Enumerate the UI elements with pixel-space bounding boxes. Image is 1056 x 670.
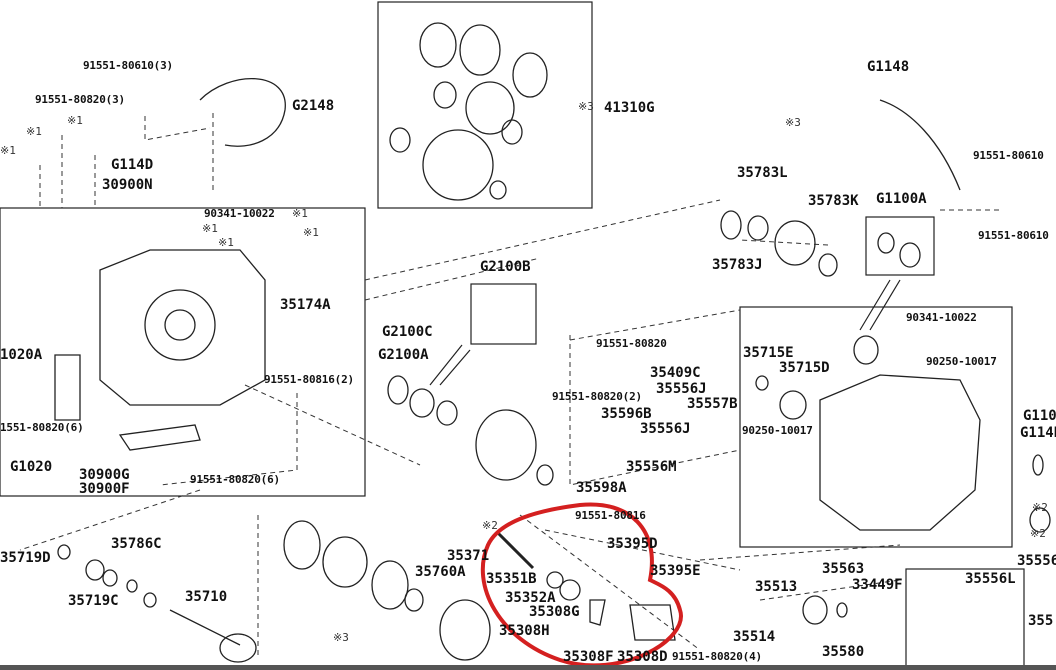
g2100b-kit-box: [470, 283, 537, 345]
part-label[interactable]: 35719C: [68, 593, 119, 609]
part-label[interactable]: 35395D: [607, 536, 658, 552]
part-label[interactable]: 35556M: [626, 459, 677, 475]
part-label[interactable]: 35556L: [965, 571, 1016, 587]
part-label[interactable]: G2100B: [480, 259, 531, 275]
part-label[interactable]: 35174A: [280, 297, 331, 313]
part-label[interactable]: ※2: [1030, 527, 1046, 540]
part-label[interactable]: 91551-80610(3): [83, 59, 173, 72]
part-label[interactable]: 1551-80820(6): [0, 421, 84, 434]
35710-shaft: [169, 609, 241, 646]
g1100a-kit-box: [865, 216, 935, 276]
part-label[interactable]: 30900N: [102, 177, 153, 193]
part-label[interactable]: 355: [1028, 613, 1054, 629]
part-label[interactable]: 91551-80610: [973, 149, 1044, 162]
part-label[interactable]: 91551-80610: [978, 229, 1049, 242]
part-label[interactable]: 91551-80816: [575, 509, 646, 522]
part-label[interactable]: ※1: [26, 125, 42, 138]
part-label[interactable]: ※3: [785, 116, 801, 129]
part-label[interactable]: G110: [1023, 408, 1056, 424]
part-label[interactable]: ※3: [333, 631, 349, 644]
part-label[interactable]: 35598A: [576, 480, 627, 496]
part-label[interactable]: 1020A: [0, 347, 43, 363]
part-label[interactable]: 90341-10022: [906, 311, 977, 324]
part-label[interactable]: 35395E: [650, 563, 701, 579]
transaxle-case: [819, 374, 981, 531]
differential-kit-box: [377, 1, 593, 209]
transaxle-housing-box: [0, 207, 366, 497]
part-label[interactable]: 91551-80820: [596, 337, 667, 350]
part-label[interactable]: 33449F: [852, 577, 903, 593]
part-label[interactable]: 35715D: [779, 360, 830, 376]
part-label[interactable]: 35783K: [808, 193, 859, 209]
part-label[interactable]: ※1: [0, 144, 16, 157]
part-label[interactable]: G2100C: [382, 324, 433, 340]
part-label[interactable]: 35710: [185, 589, 228, 605]
part-label[interactable]: 90250-10017: [926, 355, 997, 368]
part-label[interactable]: 35783J: [712, 257, 763, 273]
bottom-border: [0, 665, 1056, 670]
part-label[interactable]: ※2: [482, 519, 498, 532]
part-label[interactable]: 35596B: [601, 406, 652, 422]
part-label[interactable]: ※1: [202, 222, 218, 235]
part-label[interactable]: G1020: [10, 459, 53, 475]
part-label[interactable]: ※1: [292, 207, 308, 220]
g2148-harness: [199, 78, 286, 147]
part-label[interactable]: 35557B: [687, 396, 738, 412]
part-label[interactable]: 30900F: [79, 481, 130, 497]
part-label[interactable]: 41310G: [604, 100, 655, 116]
part-label[interactable]: 91551-80820(2): [552, 390, 642, 403]
part-label[interactable]: 35783L: [737, 165, 788, 181]
part-label[interactable]: G1148: [867, 59, 910, 75]
part-label[interactable]: ※2: [1032, 501, 1048, 514]
part-label[interactable]: ※3: [578, 100, 594, 113]
part-label[interactable]: 35556: [1017, 553, 1056, 569]
part-label[interactable]: 35513: [755, 579, 798, 595]
part-label[interactable]: G114D: [1020, 425, 1056, 441]
part-label[interactable]: 35719D: [0, 550, 51, 566]
transaxle-case-box: [739, 306, 1013, 548]
part-label[interactable]: G1100A: [876, 191, 927, 207]
part-label[interactable]: 91551-80820(3): [35, 93, 125, 106]
part-label[interactable]: G114D: [111, 157, 154, 173]
part-label[interactable]: 91551-80820(4): [672, 650, 762, 663]
part-label[interactable]: 35556J: [640, 421, 691, 437]
part-label[interactable]: 90341-10022: [204, 207, 275, 220]
part-label[interactable]: 90250-10017: [742, 424, 813, 437]
part-label[interactable]: 35409C: [650, 365, 701, 381]
part-label[interactable]: 35308G: [529, 604, 580, 620]
part-label[interactable]: 35760A: [415, 564, 466, 580]
part-label[interactable]: ※1: [303, 226, 319, 239]
part-label[interactable]: G2148: [292, 98, 335, 114]
part-label[interactable]: 30900G: [79, 467, 130, 483]
part-label[interactable]: 35371: [447, 548, 490, 564]
part-label[interactable]: 35351B: [486, 571, 537, 587]
red-highlight-circle: [480, 502, 683, 668]
part-label[interactable]: 35786C: [111, 536, 162, 552]
transaxle-housing: [99, 249, 266, 406]
part-label[interactable]: 35308F: [563, 649, 614, 665]
part-label[interactable]: 91551-80816(2): [264, 373, 354, 386]
part-label[interactable]: 35308H: [499, 623, 550, 639]
part-label[interactable]: 35308D: [617, 649, 668, 665]
part-label[interactable]: 35563: [822, 561, 865, 577]
part-label[interactable]: 35352A: [505, 590, 556, 606]
part-label[interactable]: G2100A: [378, 347, 429, 363]
part-label[interactable]: 91551-80820(6): [190, 473, 280, 486]
part-label[interactable]: 35580: [822, 644, 865, 660]
part-label[interactable]: 35556J: [656, 381, 707, 397]
part-label[interactable]: 35715E: [743, 345, 794, 361]
part-label[interactable]: 35514: [733, 629, 776, 645]
part-label[interactable]: ※1: [218, 236, 234, 249]
part-label[interactable]: ※1: [67, 114, 83, 127]
